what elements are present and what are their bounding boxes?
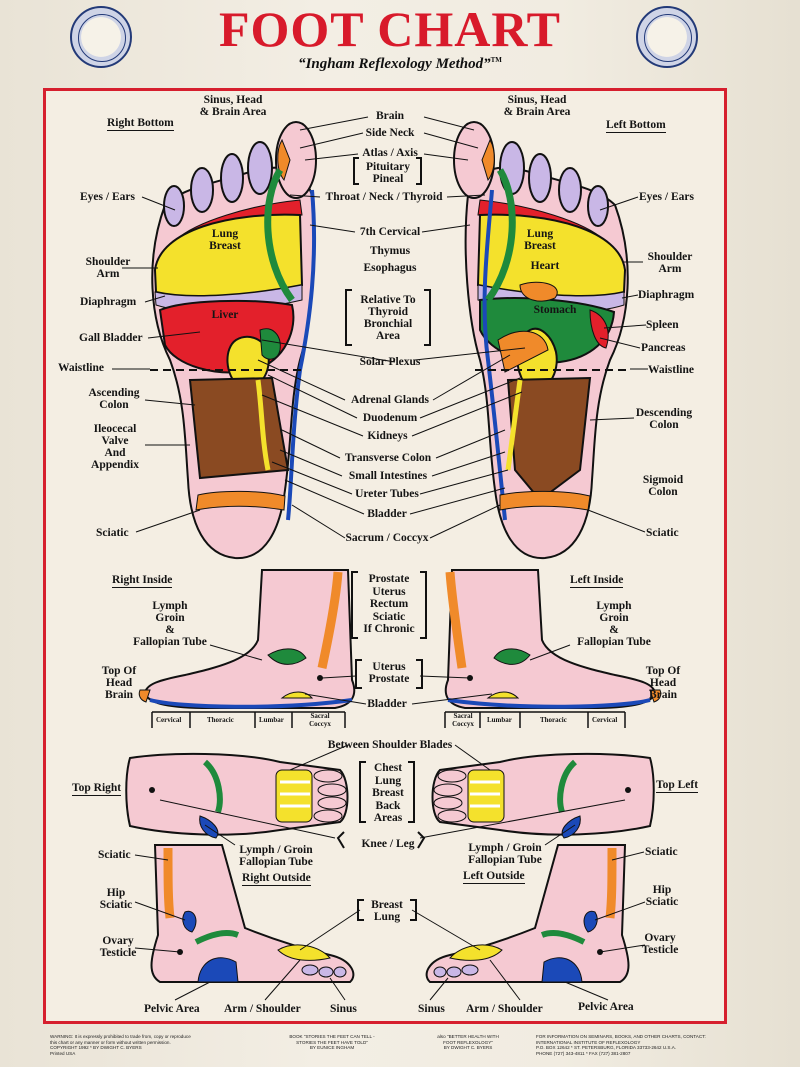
spine-lumbar-right: Lumbar: [259, 716, 284, 724]
spine-cervical-right: Cervical: [156, 716, 181, 724]
label-heart: Heart: [520, 260, 570, 272]
label-sciatic-left-outside: Sciatic: [645, 846, 678, 858]
label-diaphragm-left: Diaphragm: [638, 289, 694, 301]
label-arm-shoulder-left: Arm / Shoulder: [466, 1003, 543, 1015]
label-waistline-right: Waistline: [58, 362, 104, 374]
label-side-neck: Side Neck: [350, 127, 430, 139]
label-eyes-ears-left: Eyes / Ears: [639, 191, 694, 203]
label-uterus-prostate: UterusProstate: [362, 661, 416, 685]
label-sinus-left: Sinus: [418, 1003, 445, 1015]
label-liver: Liver: [205, 309, 245, 321]
label-gall-bladder: Gall Bladder: [79, 332, 143, 344]
label-duodenum: Duodenum: [355, 412, 425, 424]
footer-contact-info: FOR INFORMATION ON SEMINARS, BOOKS, AND …: [536, 1034, 736, 1056]
label-adrenal-glands: Adrenal Glands: [345, 394, 435, 406]
label-pelvic-area-left: Pelvic Area: [578, 1001, 634, 1013]
header-right-outside: Right Outside: [242, 872, 311, 886]
header-left-outside: Left Outside: [463, 870, 525, 884]
label-waistline-left: Waistline: [648, 364, 694, 376]
label-sinus-head-brain-left: Sinus, Head& Brain Area: [492, 94, 582, 118]
label-thymus: Thymus: [355, 245, 425, 257]
spine-thoracic-left: Thoracic: [540, 716, 567, 724]
label-diaphragm-right: Diaphragm: [80, 296, 136, 308]
label-pancreas: Pancreas: [641, 342, 686, 354]
label-solar-plexus: Solar Plexus: [345, 356, 435, 368]
label-stomach: Stomach: [525, 304, 585, 316]
label-pelvic-area-right: Pelvic Area: [144, 1003, 200, 1015]
label-7th-cervical: 7th Cervical: [345, 226, 435, 238]
label-brain: Brain: [350, 110, 430, 122]
header-left-inside: Left Inside: [570, 574, 623, 588]
label-small-intestines: Small Intestines: [338, 470, 438, 482]
footer-warning: WARNING: It is expressly prohibited to t…: [50, 1034, 250, 1056]
right-sole-diagram: [150, 122, 316, 558]
label-sciatic-right-outside: Sciatic: [98, 849, 131, 861]
spine-lumbar-left: Lumbar: [487, 716, 512, 724]
label-knee-leg: Knee / Leg: [350, 838, 426, 850]
right-inside-diagram: [139, 570, 354, 728]
header-top-right: Top Right: [72, 782, 121, 796]
top-right-diagram: [126, 754, 347, 838]
label-bladder: Bladder: [358, 508, 416, 520]
header-right-inside: Right Inside: [112, 574, 172, 588]
label-sinus-right: Sinus: [330, 1003, 357, 1015]
label-transverse-colon: Transverse Colon: [338, 452, 438, 464]
header-left-bottom: Left Bottom: [606, 119, 666, 133]
label-sciatic-right-bottom: Sciatic: [96, 527, 129, 539]
label-esophagus: Esophagus: [350, 262, 430, 274]
left-sole-diagram: [454, 122, 630, 558]
spine-sacral-left: Sacral Coccyx: [446, 712, 480, 728]
label-between-shoulder-blades: Between Shoulder Blades: [320, 739, 460, 751]
label-sinus-head-brain-right: Sinus, Head& Brain Area: [188, 94, 278, 118]
spine-sacral-right: Sacral Coccyx: [300, 712, 340, 728]
label-sciatic-left-bottom: Sciatic: [646, 527, 679, 539]
label-hip-sciatic-right: HipSciatic: [96, 887, 136, 911]
left-inside-diagram: [445, 570, 661, 728]
label-arm-shoulder-right: Arm / Shoulder: [224, 1003, 301, 1015]
top-left-diagram: [433, 754, 654, 838]
spine-cervical-left: Cervical: [592, 716, 617, 724]
header-top-left: Top Left: [656, 779, 698, 793]
footer-book-stories: BOOK "STORIES THE FEET CAN TELL -STORIES…: [262, 1034, 402, 1051]
label-throat-neck-thyroid: Throat / Neck / Thyroid: [318, 191, 450, 203]
header-right-bottom: Right Bottom: [107, 117, 174, 131]
label-kidneys: Kidneys: [360, 430, 415, 442]
label-bladder-inside: Bladder: [358, 698, 416, 710]
label-sacrum-coccyx: Sacrum / Coccyx: [340, 532, 434, 544]
label-ureter-tubes: Ureter Tubes: [348, 488, 426, 500]
label-eyes-ears-right: Eyes / Ears: [80, 191, 135, 203]
label-atlas-axis: Atlas / Axis: [345, 147, 435, 159]
spine-thoracic-right: Thoracic: [207, 716, 234, 724]
label-spleen: Spleen: [646, 319, 679, 331]
